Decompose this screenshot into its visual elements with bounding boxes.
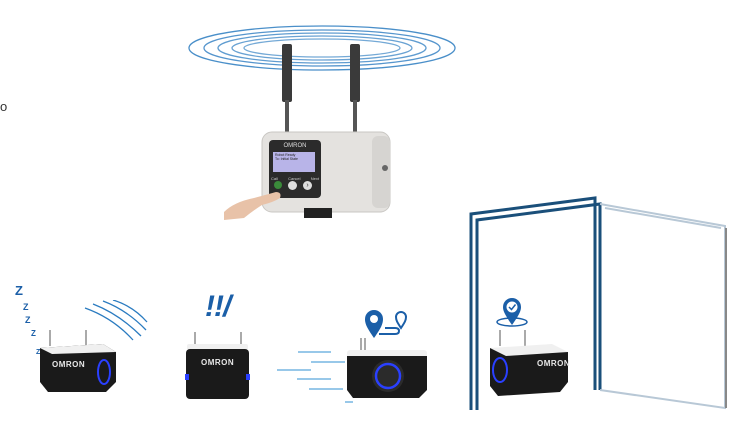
svg-text:Z: Z [31, 329, 36, 338]
speed-lines-icon [273, 350, 353, 405]
antenna-left-icon [282, 44, 292, 102]
call-label: Call [271, 176, 278, 181]
wifi-signal-icon [83, 300, 148, 345]
bullet-mark: o [0, 99, 8, 114]
next-label: Next [310, 176, 319, 181]
controller-button-labels: Call Cancel Next [271, 176, 319, 181]
route-pin-icon [365, 310, 410, 340]
alert-exclamation-icon: !!/ [205, 290, 231, 323]
robot-navigating [343, 338, 428, 403]
svg-text:OMRON: OMRON [201, 358, 234, 367]
hand-pressing-button [224, 190, 284, 220]
screen-line: To: Initial State [275, 157, 298, 161]
svg-text:OMRON: OMRON [537, 359, 570, 368]
call-button[interactable] [274, 181, 282, 189]
robot-arrived: OMRON [480, 330, 570, 405]
svg-text:Z: Z [25, 315, 31, 325]
svg-text:OMRON: OMRON [52, 360, 85, 369]
doorway-frame [455, 190, 738, 415]
location-check-icon [495, 297, 529, 329]
sleep-zzz-icon: Z Z Z Z Z [15, 283, 45, 363]
next-button[interactable]: › [303, 181, 312, 190]
svg-text:Z: Z [23, 302, 29, 312]
robot-alert: OMRON [185, 332, 250, 407]
svg-text:Z: Z [15, 283, 23, 298]
controller-brand: OMRON [283, 143, 307, 149]
cancel-button[interactable] [288, 181, 297, 190]
wireless-waves-icon [185, 22, 460, 82]
svg-text:Z: Z [36, 349, 41, 356]
antenna-right-icon [350, 44, 360, 102]
controller-screen: Robot Ready To: Initial State [273, 152, 315, 172]
robot-sleeping: OMRON [38, 330, 118, 400]
screen-line: Robot Ready [275, 153, 296, 157]
cancel-label: Cancel [288, 176, 301, 181]
